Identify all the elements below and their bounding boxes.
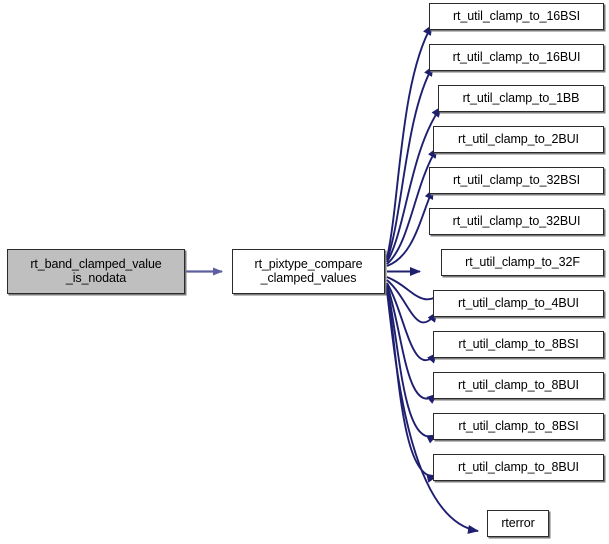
node-label: rt_util_clamp_to_1BB (462, 90, 580, 105)
node-label: rt_band_clamped_value _is_nodata (30, 257, 162, 285)
node-rt-util-clamp-to-32bui[interactable]: rt_util_clamp_to_32BUI (429, 208, 604, 235)
node-rt-util-clamp-to-1bb[interactable]: rt_util_clamp_to_1BB (438, 85, 604, 112)
node-label: rt_util_clamp_to_4BUI (458, 295, 579, 310)
node-label: rt_util_clamp_to_8BSI (458, 336, 579, 351)
node-label: rt_util_clamp_to_32BSI (452, 172, 581, 187)
node-label: rterror (501, 515, 535, 530)
node-rt-util-clamp-to-16bsi[interactable]: rt_util_clamp_to_16BSI (429, 3, 604, 30)
node-label: rt_util_clamp_to_32BUI (452, 213, 581, 228)
node-rt-util-clamp-to-32f[interactable]: rt_util_clamp_to_32F (441, 249, 604, 276)
node-rt-util-clamp-to-8bsi-2[interactable]: rt_util_clamp_to_8BSI (433, 413, 604, 440)
node-rterror[interactable]: rterror (487, 510, 549, 537)
node-rt-util-clamp-to-2bui[interactable]: rt_util_clamp_to_2BUI (433, 126, 604, 153)
node-rt-util-clamp-to-32bsi[interactable]: rt_util_clamp_to_32BSI (429, 167, 604, 194)
node-rt-util-clamp-to-8bsi[interactable]: rt_util_clamp_to_8BSI (433, 331, 604, 358)
node-label: rt_util_clamp_to_8BUI (458, 459, 579, 474)
node-label: rt_pixtype_compare _clamped_values (254, 257, 363, 285)
node-rt-util-clamp-to-8bui[interactable]: rt_util_clamp_to_8BUI (433, 372, 604, 399)
node-label: rt_util_clamp_to_16BSI (452, 8, 581, 23)
node-rt-pixtype-compare-clamped-values[interactable]: rt_pixtype_compare _clamped_values (232, 249, 385, 294)
node-rt-band-clamped-value-is-nodata[interactable]: rt_band_clamped_value _is_nodata (7, 249, 185, 294)
node-label: rt_util_clamp_to_8BUI (458, 377, 579, 392)
node-label: rt_util_clamp_to_16BUI (452, 49, 581, 64)
node-label: rt_util_clamp_to_32F (465, 254, 580, 269)
node-rt-util-clamp-to-4bui[interactable]: rt_util_clamp_to_4BUI (433, 290, 604, 317)
node-rt-util-clamp-to-8bui-2[interactable]: rt_util_clamp_to_8BUI (433, 454, 604, 481)
node-label: rt_util_clamp_to_2BUI (458, 131, 579, 146)
node-label: rt_util_clamp_to_8BSI (458, 418, 579, 433)
node-rt-util-clamp-to-16bui[interactable]: rt_util_clamp_to_16BUI (429, 44, 604, 71)
